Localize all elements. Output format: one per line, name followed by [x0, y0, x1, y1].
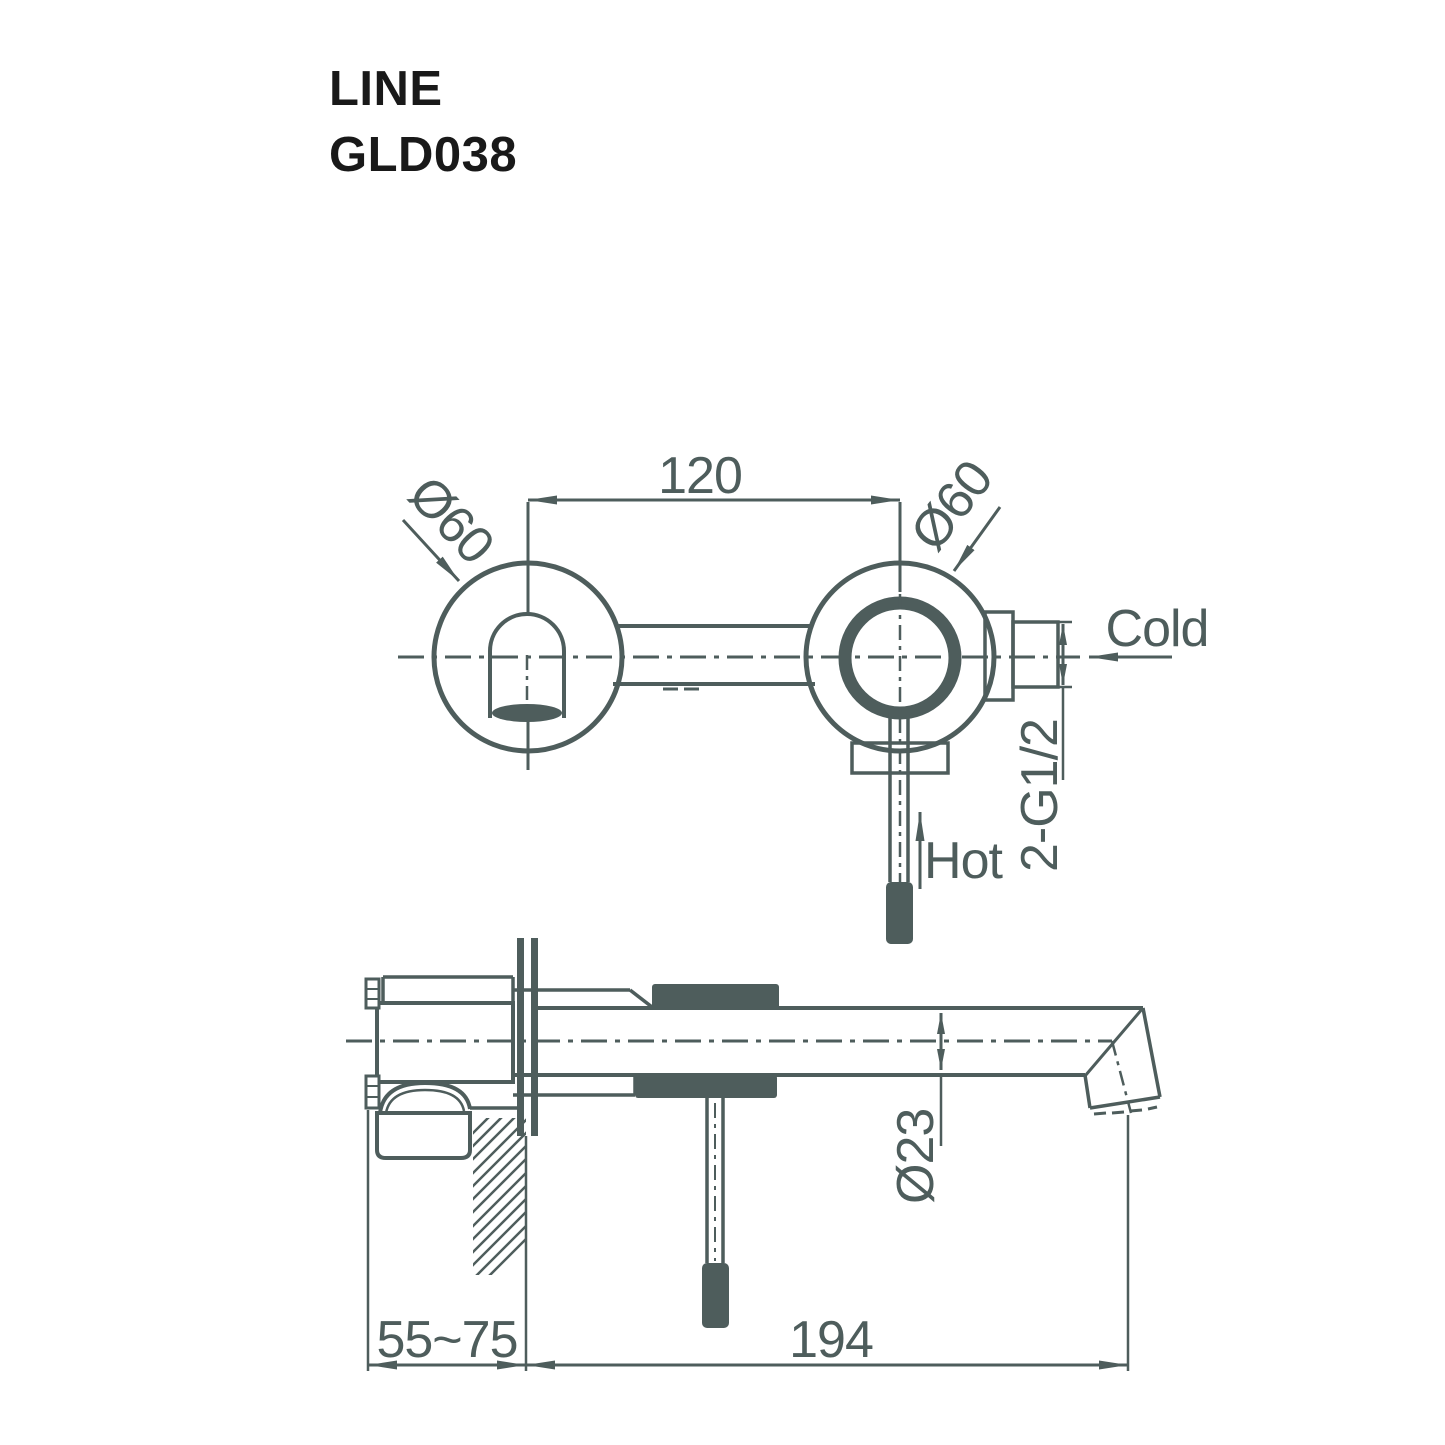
wall-hatching — [473, 1118, 526, 1275]
wall-depth-label: 55~75 — [376, 1311, 517, 1369]
handle-bracket — [850, 741, 950, 775]
model-code: GLD038 — [329, 128, 518, 182]
spout-tip-outer-edge — [1141, 1007, 1162, 1098]
spout-tip-inner-edge — [1083, 1074, 1092, 1109]
right-diameter-label: Ø60 — [900, 451, 1004, 562]
dim-center-distance-label: 120 — [658, 447, 742, 505]
wall-plate-front-line — [517, 938, 524, 1136]
aerator-tick — [1147, 1105, 1158, 1111]
aerator-tick — [1129, 1108, 1143, 1113]
spout-tip-miter-line — [1083, 1007, 1145, 1077]
spout-reach-label: 194 — [789, 1311, 873, 1369]
valve-lower-box — [375, 1111, 472, 1160]
valve-dome-arc-inner — [384, 1088, 466, 1114]
inlet-stub-outer — [1011, 620, 1060, 689]
wall-plate-back-line — [531, 938, 538, 1136]
shank-taper — [628, 988, 654, 1009]
title-block: LINE GLD038 — [329, 56, 517, 188]
lever-grip-side — [702, 1263, 729, 1328]
cold-inlet-label: Cold — [1106, 600, 1209, 658]
valve-flange-top — [364, 977, 381, 1010]
spout-outlet-ellipse — [492, 704, 562, 722]
thread-label: 2-G1/2 — [1011, 719, 1069, 872]
aerator-tick — [1093, 1111, 1107, 1116]
tip-angled-centerline — [1110, 1040, 1133, 1114]
front-view: 120 Ø60 Ø60 2-G1/2 Cold Hot — [397, 447, 1209, 944]
product-line-title: LINE — [329, 62, 443, 116]
valve-dome-arc — [378, 1080, 472, 1114]
right-diameter-leader — [952, 506, 1002, 572]
spout-tip-face — [1089, 1095, 1161, 1110]
side-view: Ø23 55~75 194 — [346, 938, 1162, 1371]
knurled-nut-top — [652, 984, 779, 1010]
spout-diameter-label: Ø23 — [887, 1109, 945, 1204]
aerator-tick — [1111, 1110, 1125, 1115]
valve-flange-bottom — [364, 1074, 381, 1110]
lever-grip-front — [886, 882, 913, 944]
hot-inlet-label: Hot — [924, 832, 1003, 890]
knurled-nut-bottom — [635, 1075, 777, 1098]
left-diameter-label: Ø60 — [397, 466, 504, 575]
left-diameter-leader — [401, 518, 461, 583]
